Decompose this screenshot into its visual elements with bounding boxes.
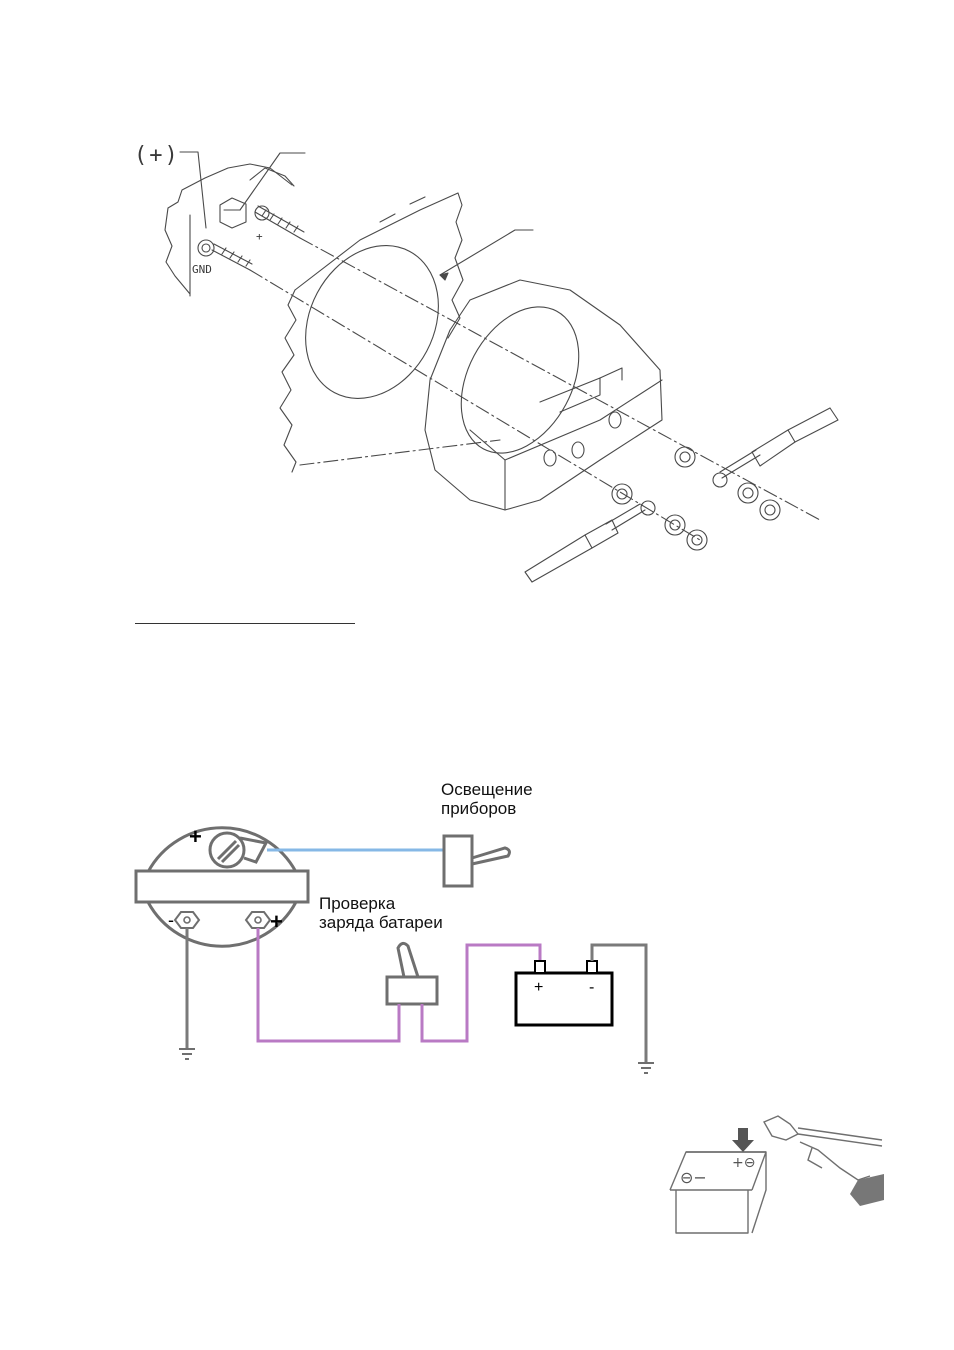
lighting-switch-label: Освещение приборов: [441, 780, 533, 818]
lamp-socket: [219, 197, 247, 229]
gauge: [134, 826, 310, 948]
battery-check-label-line1: Проверка: [319, 894, 396, 913]
bracket-callout-leader: [439, 229, 534, 276]
hand-with-clamp: [763, 1115, 883, 1181]
ring-terminal-upper: [719, 449, 761, 479]
battery-check-switch: [385, 941, 439, 1006]
stud-plus: [254, 205, 305, 239]
terminal-callout-leader: [239, 152, 306, 211]
battery-check-wire-gauge: [256, 928, 401, 1043]
lighting-switch-label-line2: приборов: [441, 799, 517, 818]
section-divider: [135, 623, 355, 624]
ground-symbol-gauge: [179, 1048, 195, 1060]
ground-symbol-battery: [638, 1062, 654, 1074]
down-arrow-icon: [732, 1128, 754, 1152]
gauge-band: [134, 869, 310, 904]
exploded-mounting-drawing: (+) + GND: [134, 143, 839, 583]
minus-terminal: [173, 911, 201, 929]
plus-callout: (+): [134, 143, 180, 168]
wire-upper: [787, 407, 839, 443]
hardware-stack-lower: [611, 483, 708, 551]
battery: [514, 960, 614, 1027]
panel-hole: [305, 245, 439, 399]
battery-minus-label: -: [589, 979, 594, 996]
hardware-stack-upper: [674, 446, 781, 521]
mounting-bracket: [424, 279, 663, 511]
gauge-plus-terminal-label: +: [270, 909, 283, 934]
sleeve-cuff: [850, 1174, 884, 1206]
battery-plus-terminal: +⊖: [732, 1155, 755, 1171]
wire-lower: [524, 534, 593, 583]
terminal-plus-label: +: [256, 230, 263, 243]
lighting-switch-label-line1: Освещение: [441, 780, 533, 799]
plus-callout-leader: [179, 151, 207, 229]
stud-gnd: [211, 243, 253, 271]
gauge-rear-housing: [164, 163, 293, 297]
battery-minus-terminal: ⊖−: [680, 1168, 707, 1187]
battery-check-label: Проверка заряда батареи: [319, 894, 443, 932]
gauge-plus-symbol: +: [189, 824, 202, 849]
plus-terminal: [244, 911, 272, 929]
gauge-minus-label: -: [168, 910, 174, 930]
battery-check-label-line2: заряда батареи: [319, 913, 443, 932]
dash-panel: [279, 192, 464, 473]
battery-plus-post: [534, 960, 546, 974]
terminal-gnd-label: GND: [192, 263, 212, 276]
battery-ground-wire: [590, 943, 648, 1062]
gauge-lower-arc: [146, 901, 298, 948]
lighting-switch: [442, 834, 511, 888]
lamp-bulb: [208, 831, 246, 869]
battery-plus-label: +: [534, 979, 543, 996]
gauge-upper-arc: [146, 826, 298, 873]
lamp-hood: [239, 836, 269, 864]
battery-check-wire-battery: [420, 943, 542, 1043]
